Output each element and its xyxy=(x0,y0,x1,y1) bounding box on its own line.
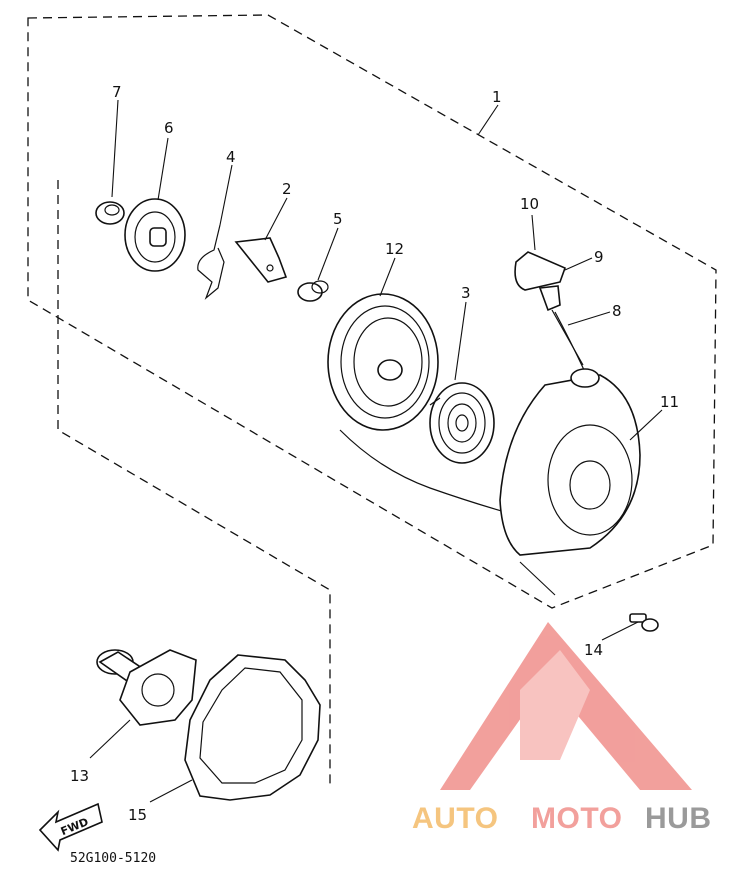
callout-4: 4 xyxy=(226,148,236,166)
callout-15: 15 xyxy=(128,806,147,824)
diagram-code: 52G100-5120 xyxy=(70,851,156,866)
callout-10: 10 xyxy=(520,195,539,213)
callout-8: 8 xyxy=(612,302,622,320)
watermark-auto: AUTO xyxy=(412,802,498,835)
spring-clip-part-4 xyxy=(197,224,225,300)
spring-part-5 xyxy=(297,280,329,302)
drive-plate-part-6 xyxy=(124,198,186,272)
spiral-spring-part-3 xyxy=(429,382,495,464)
callout-9: 9 xyxy=(594,248,604,266)
callout-13: 13 xyxy=(70,767,89,785)
leader-lines xyxy=(89,99,663,803)
callout-5: 5 xyxy=(333,210,343,228)
assembly-outline-recoil-starter xyxy=(27,14,717,609)
starter-case-part-11 xyxy=(499,368,641,556)
watermark-moto: MOTO xyxy=(531,802,622,835)
drive-pulley-part-13 xyxy=(96,649,197,726)
callout-2: 2 xyxy=(282,180,292,198)
callout-3: 3 xyxy=(461,284,471,302)
callout-11: 11 xyxy=(660,393,679,411)
callout-12: 12 xyxy=(385,240,404,258)
bolt-part-14 xyxy=(629,613,659,632)
rope-end-part-8 xyxy=(551,309,584,366)
callout-6: 6 xyxy=(164,119,174,137)
assembly-outline-pulley-group xyxy=(57,180,331,785)
callout-14: 14 xyxy=(584,641,603,659)
watermark-hub: HUB xyxy=(645,802,712,835)
fwd-arrow-icon: FWD xyxy=(38,802,103,852)
handle-part-10 xyxy=(514,251,567,291)
logo-triangle-icon xyxy=(440,622,692,790)
nut-part-7 xyxy=(95,201,125,225)
callout-7: 7 xyxy=(112,83,122,101)
automotohub-logo xyxy=(440,622,692,790)
gasket-part-15 xyxy=(184,654,321,801)
rope-pulley-part-12 xyxy=(327,293,439,431)
pawl-part-2 xyxy=(234,237,288,283)
callout-1: 1 xyxy=(492,88,502,106)
handle-grip-part-9 xyxy=(538,285,561,312)
